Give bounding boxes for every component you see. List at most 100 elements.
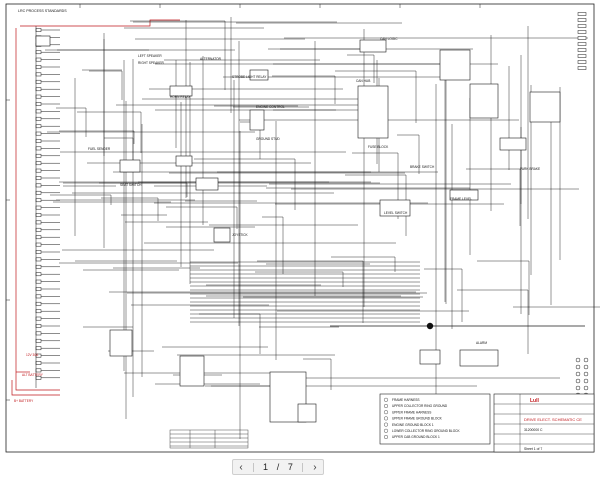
component-box: [499, 137, 527, 151]
component-label: LEFT SPEAKER: [138, 54, 162, 58]
wire-route: [166, 206, 238, 229]
terminal: [583, 364, 589, 370]
schematic-title: DRIVE ELECT. SCHEMATIC CE: [524, 417, 582, 422]
component-label: HORN RELAY: [170, 95, 191, 99]
wire-route: [397, 134, 420, 174]
connector-column-left: [35, 26, 60, 388]
component-label: SEAT SWITCH: [120, 183, 142, 187]
part-number: 31200000 C: [524, 428, 543, 432]
component-box: [297, 403, 317, 423]
wire-route: [56, 107, 87, 137]
terminal-block: [577, 42, 587, 46]
terminal: [583, 385, 589, 391]
wire-route: [513, 306, 600, 308]
legend-item: UPPER FRAME GROUND BLOCK: [392, 417, 443, 421]
component-label: FUSE BLOCK: [368, 145, 389, 149]
component-box: [359, 39, 387, 53]
component-label: ALARM: [476, 341, 487, 345]
wire-route: [101, 197, 159, 221]
legend-marker: [384, 416, 389, 421]
wire-field: [45, 17, 600, 439]
component-box: [213, 227, 231, 243]
wire-route: [352, 152, 399, 219]
component-box: [109, 329, 133, 357]
sheet-number: Sheet 1 of 7: [524, 447, 542, 451]
wire-route: [130, 20, 226, 90]
wire-route: [89, 70, 123, 100]
component-box: [249, 109, 265, 131]
section-header: LRC PROCESS STANDARDS: [18, 9, 67, 13]
legend-marker: [384, 410, 389, 415]
wire-route: [99, 182, 188, 197]
component-box: [249, 69, 269, 81]
power-lines: [11, 19, 180, 396]
wire-route: [424, 268, 463, 322]
red-label-1: ALT BATTERY: [22, 373, 44, 377]
wire-route: [335, 70, 417, 123]
terminal-block: [577, 12, 587, 16]
component-label: PARK BRAKE: [520, 167, 540, 171]
pdf-pager-bar: ‹ 1 / 7 ›: [0, 459, 600, 482]
component-box: [379, 199, 411, 217]
junction-node: [426, 322, 434, 330]
terminal-block: [577, 18, 587, 22]
wire-route: [257, 260, 364, 323]
divider: [301, 462, 303, 472]
terminal-block: [577, 66, 587, 70]
legend-item: ENGINE GROUND BLOCK 1: [392, 423, 434, 427]
terminal-block: [577, 48, 587, 52]
component-label: ENGINE CONTROL: [256, 105, 285, 109]
legend-marker: [384, 435, 389, 440]
component-box: [449, 189, 479, 201]
wire-route: [477, 260, 530, 315]
page-separator: /: [276, 462, 280, 472]
wire-route: [272, 75, 336, 104]
component-label: JOYSTICK: [232, 233, 248, 237]
terminal: [583, 357, 589, 363]
component-label: ALTERNATOR: [200, 57, 222, 61]
divider: [253, 462, 255, 472]
chevron-left-icon[interactable]: ‹: [239, 461, 243, 473]
title-block: Lull DRIVE ELECT. SCHEMATIC CE 31200000 …: [493, 393, 595, 453]
terminal: [575, 385, 581, 391]
wire-route: [77, 111, 142, 153]
legend-item: UPPER COLLECTOR RING GROUND: [392, 404, 448, 408]
legend-item: UPPER FRAME HARNESS: [392, 410, 431, 414]
wire-route: [457, 289, 529, 354]
component-label: CAN HUB: [356, 79, 370, 83]
legend-marker: [384, 404, 389, 409]
component-box: [419, 349, 441, 365]
terminal-block: [577, 30, 587, 34]
terminal: [575, 371, 581, 377]
legend-item: UPPER CAB GROUND BLOCK 1: [392, 435, 440, 439]
terminal-block: [577, 60, 587, 64]
component-box: [459, 349, 499, 367]
chevron-right-icon[interactable]: ›: [313, 461, 317, 473]
component-box: [119, 159, 141, 173]
component-box: [169, 85, 193, 97]
legend-marker: [384, 422, 389, 427]
legend-marker: [384, 397, 389, 402]
component-box: [357, 85, 389, 139]
terminal: [583, 378, 589, 384]
terminal-block: [577, 24, 587, 28]
wire-route: [50, 194, 112, 205]
wire-route: [262, 216, 284, 274]
company-logo: Lull: [530, 398, 539, 404]
terminal: [575, 378, 581, 384]
total-pages: 7: [287, 462, 293, 472]
legend-marker: [384, 428, 389, 433]
wire-route: [347, 54, 375, 83]
wire-route: [59, 130, 135, 144]
component-box: [179, 355, 205, 387]
zone-ticks: [6, 4, 481, 401]
current-page[interactable]: 1: [263, 462, 269, 472]
terminal: [575, 364, 581, 370]
component-label: CAN LOGIC: [380, 37, 398, 41]
component-box: [469, 83, 499, 119]
component-box: [439, 49, 471, 81]
wire-route: [303, 358, 332, 390]
